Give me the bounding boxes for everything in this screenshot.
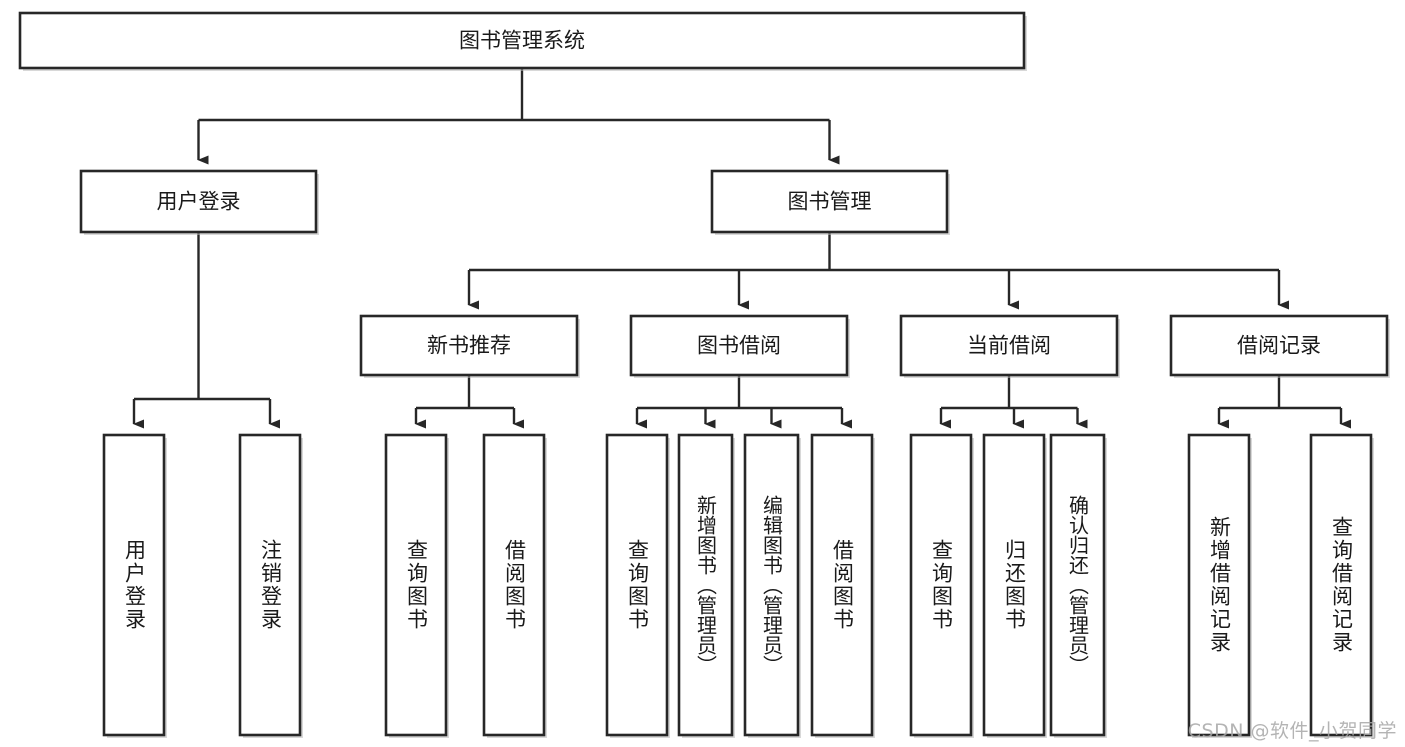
node-box-book-manage[interactable] [710, 169, 949, 234]
node-box-leaf-query-book-1[interactable] [384, 433, 448, 737]
node-box-borrow-record[interactable] [1169, 314, 1389, 377]
node-box-leaf-user-login[interactable] [102, 433, 166, 737]
node-box-user-login[interactable] [79, 169, 318, 234]
node-box-leaf-query-book-3[interactable] [909, 433, 973, 737]
watermark-text: CSDN @软件_小贺同学 [1187, 720, 1397, 742]
node-box-leaf-add-borrow-record[interactable] [1187, 433, 1251, 737]
node-label-new-book-recommend: 新书推荐 [427, 334, 511, 358]
node-box-leaf-query-borrow-record[interactable] [1309, 433, 1373, 737]
node-box-root[interactable] [18, 11, 1026, 70]
node-label-book-manage: 图书管理 [788, 190, 872, 214]
connector-lines [132, 68, 1351, 429]
node-label-borrow-record: 借阅记录 [1237, 334, 1321, 358]
node-box-leaf-borrow-book-1[interactable] [482, 433, 546, 737]
node-box-leaf-edit-book-admin[interactable] [743, 433, 800, 737]
node-label-user-login: 用户登录 [157, 190, 241, 214]
node-box-leaf-return-book[interactable] [982, 433, 1046, 737]
node-box-leaf-borrow-book-2[interactable] [810, 433, 874, 737]
node-box-new-book-recommend[interactable] [359, 314, 579, 377]
node-boxes [18, 11, 1390, 738]
node-label-current-borrow: 当前借阅 [967, 334, 1051, 358]
node-box-leaf-query-book-2[interactable] [605, 433, 669, 737]
node-box-leaf-user-logout[interactable] [238, 433, 302, 737]
node-box-current-borrow[interactable] [899, 314, 1119, 377]
node-label-book-borrow: 图书借阅 [697, 334, 781, 358]
node-box-leaf-confirm-return-admin[interactable] [1049, 433, 1106, 737]
node-box-leaf-add-book-admin[interactable] [677, 433, 734, 737]
node-box-book-borrow[interactable] [629, 314, 849, 377]
node-label-root: 图书管理系统 [459, 29, 585, 53]
